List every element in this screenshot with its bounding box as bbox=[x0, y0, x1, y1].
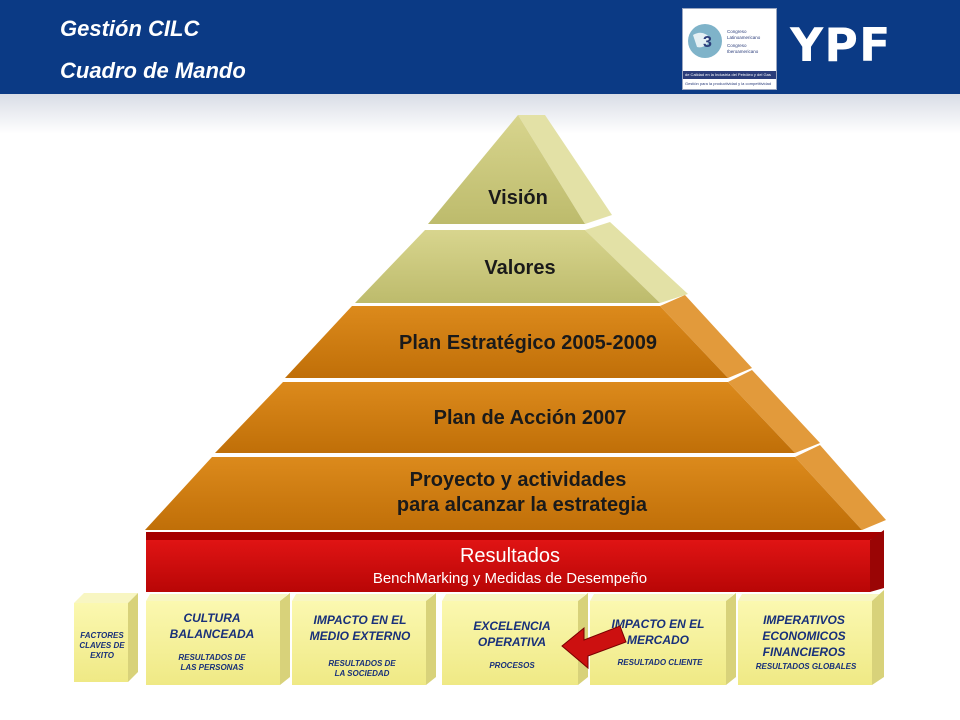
imperativos-title-3: FINANCIEROS bbox=[763, 645, 846, 659]
medio-sub-2: LA SOCIEDAD bbox=[335, 669, 390, 678]
excelencia-title-1: EXCELENCIA bbox=[473, 619, 550, 633]
excelencia-operativa-box: EXCELENCIA OPERATIVA PROCESOS bbox=[442, 593, 588, 685]
excelencia-title-2: OPERATIVA bbox=[478, 635, 546, 649]
congress-logo: 3 Congreso Latinoamericano Congreso Iber… bbox=[682, 8, 777, 90]
vision-label: Visión bbox=[488, 187, 548, 209]
factores-claves-box: FACTORES CLAVES DE EXITO bbox=[74, 593, 138, 682]
resultados-band: Resultados BenchMarking y Medidas de Des… bbox=[146, 530, 884, 592]
header-shadow bbox=[0, 94, 960, 134]
imperativos-sub-1: RESULTADOS GLOBALES bbox=[756, 662, 857, 671]
mercado-title-2: MERCADO bbox=[627, 633, 690, 647]
pyramid-layer-vision: Visión bbox=[428, 115, 612, 224]
slide-subtitle: Cuadro de Mando bbox=[60, 58, 246, 83]
congress-line-4: Iberoamericano bbox=[727, 49, 759, 54]
congress-line-5: de Calidad en la Industria del Petróleo … bbox=[685, 72, 771, 77]
pyramid-layer-plan-accion: Plan de Acción 2007 bbox=[215, 370, 820, 453]
pyramid-layer-plan-estrategico: Plan Estratégico 2005-2009 bbox=[285, 295, 752, 378]
congress-line-2: Latinoamericano bbox=[727, 35, 761, 40]
medio-sub-1: RESULTADOS DE bbox=[328, 659, 396, 668]
cultura-sub-2: LAS PERSONAS bbox=[180, 663, 244, 672]
resultados-title: Resultados bbox=[460, 545, 560, 567]
pyramid-layer-proyecto: Proyecto y actividades para alcanzar la … bbox=[145, 445, 886, 530]
imperativos-economicos-box: IMPERATIVOS ECONOMICOS FINANCIEROS RESUL… bbox=[738, 590, 884, 685]
header-bar bbox=[0, 0, 960, 94]
svg-text:3: 3 bbox=[703, 34, 712, 51]
excelencia-sub-1: PROCESOS bbox=[489, 661, 535, 670]
mercado-title-1: IMPACTO EN EL bbox=[612, 617, 705, 631]
pyramid-layer-valores: Valores bbox=[355, 222, 688, 303]
imperativos-title-1: IMPERATIVOS bbox=[763, 613, 845, 627]
resultados-subtitle: BenchMarking y Medidas de Desempeño bbox=[373, 570, 647, 587]
proyecto-label-line1: Proyecto y actividades bbox=[410, 469, 627, 491]
globe-icon: 3 bbox=[688, 24, 722, 58]
plan-accion-label: Plan de Acción 2007 bbox=[434, 407, 627, 429]
impacto-medio-externo-box: IMPACTO EN EL MEDIO EXTERNO RESULTADOS D… bbox=[292, 593, 436, 685]
ypf-logo: YPF bbox=[790, 18, 892, 72]
congress-line-3: Congreso bbox=[727, 43, 747, 48]
impacto-mercado-box: IMPACTO EN EL MERCADO RESULTADO CLIENTE bbox=[590, 593, 736, 685]
proyecto-label-line2: para alcanzar la estrategia bbox=[397, 494, 648, 516]
plan-estrategico-label: Plan Estratégico 2005-2009 bbox=[399, 332, 657, 354]
valores-label: Valores bbox=[484, 257, 555, 279]
medio-title-2: MEDIO EXTERNO bbox=[310, 629, 411, 643]
congress-line-1: Congreso bbox=[727, 29, 747, 34]
cultura-balanceada-box: CULTURA BALANCEADA RESULTADOS DE LAS PER… bbox=[146, 593, 290, 685]
mercado-sub-1: RESULTADO CLIENTE bbox=[617, 658, 703, 667]
factores-line1: FACTORES bbox=[80, 631, 124, 640]
imperativos-title-2: ECONOMICOS bbox=[762, 629, 845, 643]
cultura-sub-1: RESULTADOS DE bbox=[178, 653, 246, 662]
factores-line3: EXITO bbox=[90, 651, 115, 660]
congress-line-6: Gestión para la productividad y la compe… bbox=[685, 81, 772, 86]
factores-line2: CLAVES DE bbox=[79, 641, 125, 650]
cultura-title-2: BALANCEADA bbox=[170, 627, 255, 641]
medio-title-1: IMPACTO EN EL bbox=[314, 613, 407, 627]
slide-title: Gestión CILC bbox=[60, 16, 200, 41]
cultura-title-1: CULTURA bbox=[183, 611, 240, 625]
highlight-arrow-icon bbox=[561, 625, 627, 670]
